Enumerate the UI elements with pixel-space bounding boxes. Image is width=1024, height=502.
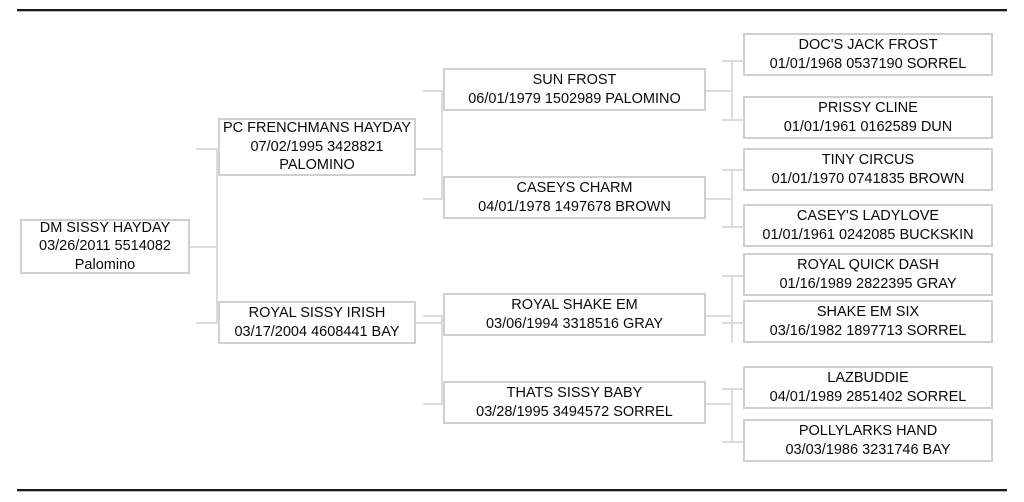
connector-gen2-3-stem xyxy=(423,403,447,405)
node-details: 03/06/1994 3318516 GRAY xyxy=(485,315,664,332)
pedigree-node-gen3-6[interactable]: LAZBUDDIE 04/01/1989 2851402 SORREL xyxy=(743,366,993,409)
node-details: 03/03/1986 3231746 BAY xyxy=(785,441,951,458)
pedigree-node-gen3-7[interactable]: POLLYLARKS HAND 03/03/1986 3231746 BAY xyxy=(743,419,993,462)
pedigree-node-gen3-0[interactable]: DOC'S JACK FROST 01/01/1968 0537190 SORR… xyxy=(743,33,993,76)
connector-gen2-3-out xyxy=(705,403,733,405)
pedigree-node-gen2-2[interactable]: ROYAL SHAKE EM 03/06/1994 3318516 GRAY xyxy=(443,293,706,336)
pedigree-node-gen2-0[interactable]: SUN FROST 06/01/1979 1502989 PALOMINO xyxy=(443,68,706,111)
node-name: SUN FROST xyxy=(532,71,617,88)
pedigree-node-gen3-2[interactable]: TINY CIRCUS 01/01/1970 0741835 BROWN xyxy=(743,148,993,191)
pedigree-node-dam[interactable]: ROYAL SISSY IRISH 03/17/2004 4608441 BAY xyxy=(218,301,416,344)
connector-gen1-1-stem xyxy=(196,322,222,324)
node-details: 01/01/1968 0537190 SORREL xyxy=(769,55,967,72)
node-name: DM SISSY HAYDAY xyxy=(39,219,171,236)
node-details: 01/01/1961 0162589 DUN xyxy=(783,118,953,135)
connector-gen2-2-out xyxy=(705,315,733,317)
node-name: ROYAL QUICK DASH xyxy=(797,256,939,273)
node-color: Palomino xyxy=(74,256,136,273)
pedigree-node-subject[interactable]: DM SISSY HAYDAY 03/26/2011 5514082 Palom… xyxy=(20,219,190,274)
node-name: PRISSY CLINE xyxy=(818,99,918,116)
node-details: 06/01/1979 1502989 PALOMINO xyxy=(468,90,681,107)
node-details: 01/01/1970 0741835 BROWN xyxy=(771,170,965,187)
connector-gen1-0-out xyxy=(415,148,443,150)
bottom-divider-rule xyxy=(17,489,1007,492)
connector-gen2-1-spine xyxy=(731,169,733,227)
pedigree-node-gen2-3[interactable]: THATS SISSY BABY 03/28/1995 3494572 SORR… xyxy=(443,381,706,424)
connector-gen1-0-stem xyxy=(196,148,222,150)
connector-gen1-1-out xyxy=(415,322,443,324)
connector-gen2-0-stem xyxy=(423,90,447,92)
pedigree-node-gen3-3[interactable]: CASEY'S LADYLOVE 01/01/1961 0242085 BUCK… xyxy=(743,204,993,247)
connector-gen2-1-out xyxy=(705,198,733,200)
connector-gen2-0-out xyxy=(705,90,733,92)
connector-gen2-0-spine xyxy=(731,60,733,119)
node-details: 04/01/1989 2851402 SORREL xyxy=(769,388,967,405)
connector-gen2-2-spine xyxy=(731,275,733,343)
node-name: ROYAL SHAKE EM xyxy=(511,296,638,313)
connector-gen3-6-stem xyxy=(722,388,743,390)
pedigree-node-gen3-5[interactable]: SHAKE EM SIX 03/16/1982 1897713 SORREL xyxy=(743,300,993,343)
connector-gen2-3-spine xyxy=(731,388,733,441)
pedigree-node-sire[interactable]: PC FRENCHMANS HAYDAY 07/02/1995 3428821 … xyxy=(218,118,416,176)
node-details: 01/01/1961 0242085 BUCKSKIN xyxy=(762,226,974,243)
connector-gen3-7-stem xyxy=(722,441,743,443)
node-details: 03/26/2011 5514082 xyxy=(39,238,171,255)
node-details: 03/28/1995 3494572 SORREL xyxy=(476,403,673,420)
node-name: SHAKE EM SIX xyxy=(816,303,920,320)
connector-subject-stem xyxy=(190,246,218,248)
connector-gen3-2-stem xyxy=(722,169,743,171)
pedigree-node-gen2-1[interactable]: CASEYS CHARM 04/01/1978 1497678 BROWN xyxy=(443,176,706,219)
pedigree-node-gen3-1[interactable]: PRISSY CLINE 01/01/1961 0162589 DUN xyxy=(743,96,993,139)
node-details: 03/17/2004 4608441 BAY xyxy=(234,323,400,340)
connector-gen3-3-stem xyxy=(722,226,743,228)
node-name: POLLYLARKS HAND xyxy=(798,422,938,439)
connector-gen3-4-stem xyxy=(722,275,743,277)
connector-gen3-0-stem xyxy=(722,60,743,62)
node-name: DOC'S JACK FROST xyxy=(798,36,938,53)
connector-gen1-0-spine xyxy=(441,90,443,200)
connector-gen3-1-stem xyxy=(722,119,743,121)
node-details: 07/02/1995 3428821 xyxy=(250,138,384,155)
connector-gen2-2-stem xyxy=(423,315,447,317)
node-name: CASEYS CHARM xyxy=(516,179,633,196)
node-name: LAZBUDDIE xyxy=(827,369,909,386)
node-name: CASEY'S LADYLOVE xyxy=(796,207,940,224)
node-details: 01/16/1989 2822395 GRAY xyxy=(779,275,957,292)
node-name: TINY CIRCUS xyxy=(821,151,915,168)
node-color: PALOMINO xyxy=(279,157,355,174)
node-name: PC FRENCHMANS HAYDAY xyxy=(223,120,411,137)
node-name: ROYAL SISSY IRISH xyxy=(248,304,386,321)
node-details: 03/16/1982 1897713 SORREL xyxy=(769,322,967,339)
connector-gen1-1-spine xyxy=(441,315,443,405)
connector-subject-spine xyxy=(216,148,218,324)
pedigree-node-gen3-4[interactable]: ROYAL QUICK DASH 01/16/1989 2822395 GRAY xyxy=(743,253,993,296)
node-name: THATS SISSY BABY xyxy=(506,384,643,401)
connector-gen2-1-stem xyxy=(423,198,447,200)
node-details: 04/01/1978 1497678 BROWN xyxy=(478,198,671,215)
connector-gen3-5-stem xyxy=(722,322,743,324)
top-divider-rule xyxy=(17,9,1007,12)
